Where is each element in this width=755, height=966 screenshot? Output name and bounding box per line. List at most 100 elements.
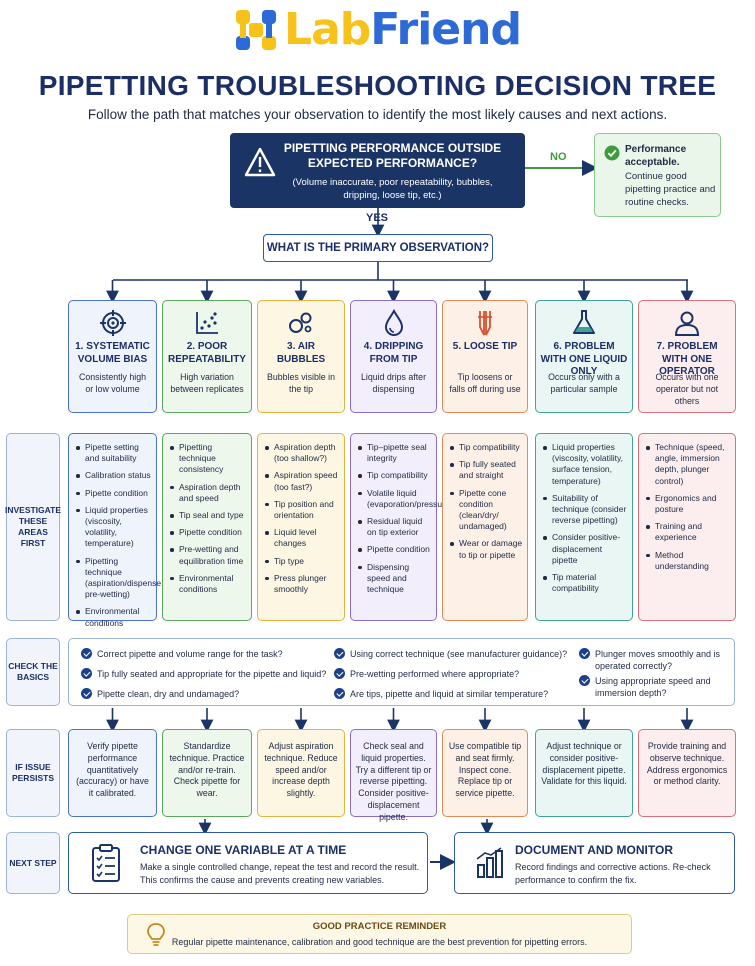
brand-logo: LabFriend [0, 2, 755, 58]
investigate-item: Residual liquid on tip exterior [358, 516, 432, 538]
category-desc: High variation between replicates [170, 372, 244, 394]
basics-item: Tip fully seated and appropriate for the… [81, 668, 326, 680]
investigate-item: Tip fully seated and straight [450, 459, 523, 481]
basics-item: Pipette clean, dry and undamaged? [81, 688, 239, 700]
investigate-item: Liquid properties (viscosity, volatility… [543, 442, 628, 487]
investigate-item: Tip position and orientation [265, 499, 340, 521]
investigate-list: Liquid properties (viscosity, volatility… [535, 433, 633, 621]
page-title: PIPETTING TROUBLESHOOTING DECISION TREE [38, 70, 717, 101]
persists-action: Provide training and observe technique. … [638, 729, 736, 817]
investigate-item: Tip compatibility [450, 442, 523, 453]
check-icon [579, 648, 590, 659]
category-desc: Tip loosens or falls off during use [449, 372, 521, 394]
bar-chart-icon [476, 847, 503, 878]
persists-action: Use compatible tip and seat firmly. Insp… [442, 729, 528, 817]
top-question-box: PIPETTING PERFORMANCE OUTSIDE EXPECTED P… [230, 133, 525, 208]
investigate-item: Tip seal and type [170, 510, 247, 521]
top-question-detail: (Volume inaccurate, poor repeatability, … [292, 177, 493, 201]
category-desc: Occurs with one operator but not others [655, 372, 719, 406]
investigate-item: Pipetting technique (aspiration/dispense… [76, 555, 164, 600]
category-title: 3. AIR BUBBLES [276, 341, 326, 365]
yes-label: YES [366, 212, 389, 224]
logo-mark-icon [236, 10, 277, 50]
good-practice-reminder: GOOD PRACTICE REMINDER Regular pipette m… [127, 914, 632, 954]
next-step-document-monitor: DOCUMENT AND MONITOR Record findings and… [454, 832, 735, 894]
basics-item: Are tips, pipette and liquid at similar … [334, 688, 548, 700]
performance-ok-box: Performance acceptable. Continue good pi… [594, 133, 721, 217]
flask-icon [536, 309, 632, 337]
category-title: 4. DRIPPING FROM TIP [363, 341, 424, 365]
row-label-persists: IF ISSUE PERSISTS [6, 729, 60, 817]
investigate-item: Liquid level changes [265, 527, 340, 549]
category-desc: Consistently high or low volume [79, 372, 146, 394]
next-step-change-variable: CHANGE ONE VARIABLE AT A TIME Make a sin… [68, 832, 428, 894]
investigate-item: Volatile liquid (evaporation/pressure) [358, 487, 453, 509]
performance-ok-title: Performance acceptable. [625, 144, 687, 168]
category-title: 6. PROBLEM WITH ONE LIQUID ONLY [540, 341, 628, 377]
investigate-item: Liquid properties (viscosity, volatility… [76, 505, 152, 550]
category-card: 2. POOR REPEATABILITY High variation betw… [162, 300, 252, 413]
basics-item: Plunger moves smoothly and is operated c… [579, 648, 740, 672]
investigate-item: Suitability of technique (consider rever… [543, 492, 627, 526]
investigate-item: Tip–pipette seal integrity [358, 442, 432, 464]
check-icon [334, 648, 345, 659]
category-title: 5. LOOSE TIP [452, 341, 518, 352]
category-title: 7. PROBLEM WITH ONE OPERATOR [656, 341, 718, 377]
basics-item: Using correct technique (see manufacture… [334, 648, 567, 660]
basics-item: Pre-wetting performed where appropriate? [334, 668, 519, 680]
persists-action: Adjust aspiration technique. Reduce spee… [257, 729, 345, 817]
droplet-icon [351, 309, 436, 337]
check-circle-icon [604, 145, 620, 161]
check-icon [334, 668, 345, 679]
check-icon [81, 688, 92, 699]
row-label-next: NEXT STEP [6, 832, 60, 894]
check-icon [334, 688, 345, 699]
investigate-item: Wear or damage to tip or pipette [450, 538, 523, 560]
investigate-item: Tip material compatibility [543, 572, 628, 594]
investigate-item: Method understanding [646, 550, 731, 572]
persists-action: Verify pipette performance quantitativel… [68, 729, 157, 817]
clipboard-icon [92, 844, 120, 882]
top-question-title: PIPETTING PERFORMANCE OUTSIDE EXPECTED P… [283, 141, 502, 170]
logo-text-lab: Lab [284, 4, 371, 55]
no-label: NO [550, 151, 567, 163]
persists-action: Adjust technique or consider positive-di… [535, 729, 633, 817]
next-step-title: CHANGE ONE VARIABLE AT A TIME [140, 843, 347, 857]
scatter-icon [163, 309, 251, 337]
category-card: 3. AIR BUBBLES Bubbles visible in the tip [257, 300, 345, 413]
investigate-item: Pipette condition [76, 488, 152, 499]
next-step-desc: Record findings and corrective actions. … [515, 862, 711, 885]
investigate-item: Dispensing speed and technique [358, 562, 432, 596]
next-step-desc: Make a single controlled change, repeat … [140, 862, 420, 885]
check-icon [81, 648, 92, 659]
category-desc: Occurs only with a particular sample [548, 372, 620, 394]
tip-icon [443, 309, 527, 337]
primary-question-box: WHAT IS THE PRIMARY OBSERVATION? [263, 234, 493, 262]
investigate-item: Consider positive-displacement pipette [543, 532, 628, 566]
investigate-item: Technique (speed, angle, immersion depth… [646, 442, 731, 487]
page-subtitle: Follow the path that matches your observ… [87, 107, 668, 122]
investigate-item: Pipetting technique consistency [170, 442, 247, 476]
investigate-item: Aspiration speed (too fast?) [265, 470, 340, 492]
investigate-item: Press plunger smoothly [265, 573, 340, 595]
investigate-item: Pipette condition [358, 544, 432, 555]
investigate-item: Pre-wetting and equilibration time [170, 544, 247, 566]
category-desc: Bubbles visible in the tip [267, 372, 335, 394]
row-label-investigate: INVESTIGATE THESE AREAS FIRST [5, 433, 61, 621]
reminder-title: GOOD PRACTICE REMINDER [312, 921, 447, 932]
investigate-item: Tip compatibility [358, 470, 432, 481]
bubbles-icon [258, 309, 344, 337]
investigate-item: Ergonomics and posture [646, 493, 731, 515]
category-title: 2. POOR REPEATABILITY [168, 341, 246, 365]
reminder-desc: Regular pipette maintenance, calibration… [171, 937, 588, 947]
investigate-item: Pipette setting and suitability [76, 442, 152, 464]
investigate-item: Environmental conditions [76, 606, 152, 628]
person-icon [639, 309, 735, 337]
